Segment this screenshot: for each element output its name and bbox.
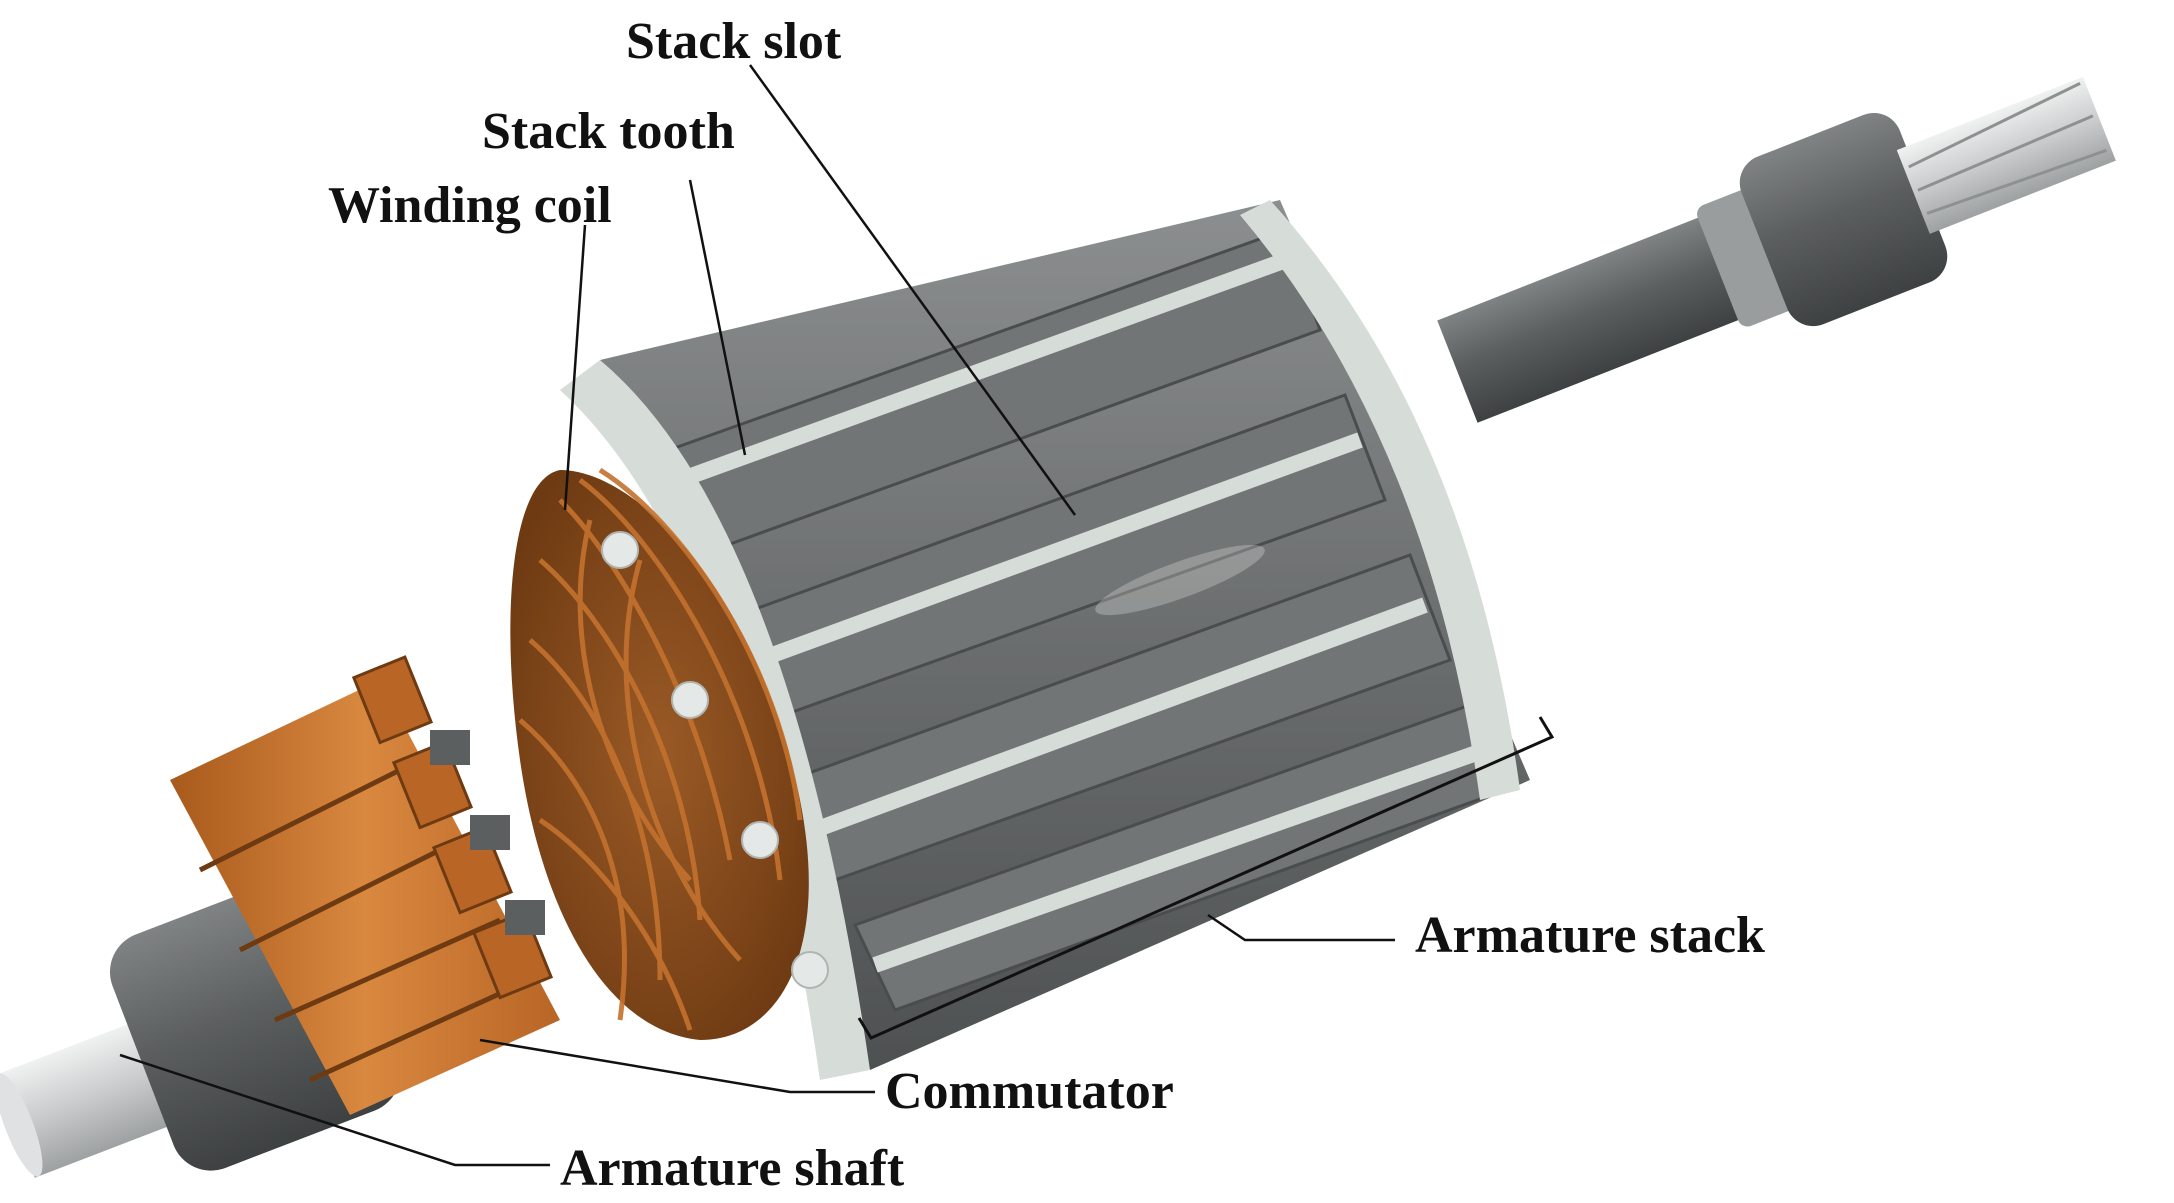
commutator-leader [479, 1038, 875, 1094]
armature-stack-bracket [857, 716, 1555, 1040]
winding-coil-label: Winding coil [328, 177, 612, 234]
stack-slot-label: Stack slot [626, 13, 842, 70]
armature-shaft-label: Armature shaft [560, 1140, 905, 1197]
stack-slot-leader [748, 64, 1077, 516]
winding-coil-leader [563, 224, 587, 511]
commutator [170, 655, 560, 1115]
armature-stack-leader [1207, 913, 1395, 942]
leader-lines [119, 64, 1395, 1167]
stack-tooth-label: Stack tooth [482, 103, 735, 160]
right-shaft [1437, 76, 2116, 423]
armature-shaft-leader [119, 1053, 550, 1167]
commutator-label: Commutator [885, 1063, 1174, 1120]
armature-stack-label: Armature stack [1415, 907, 1765, 964]
stack-tooth-leader [688, 179, 747, 456]
winding-coil [510, 467, 829, 1040]
